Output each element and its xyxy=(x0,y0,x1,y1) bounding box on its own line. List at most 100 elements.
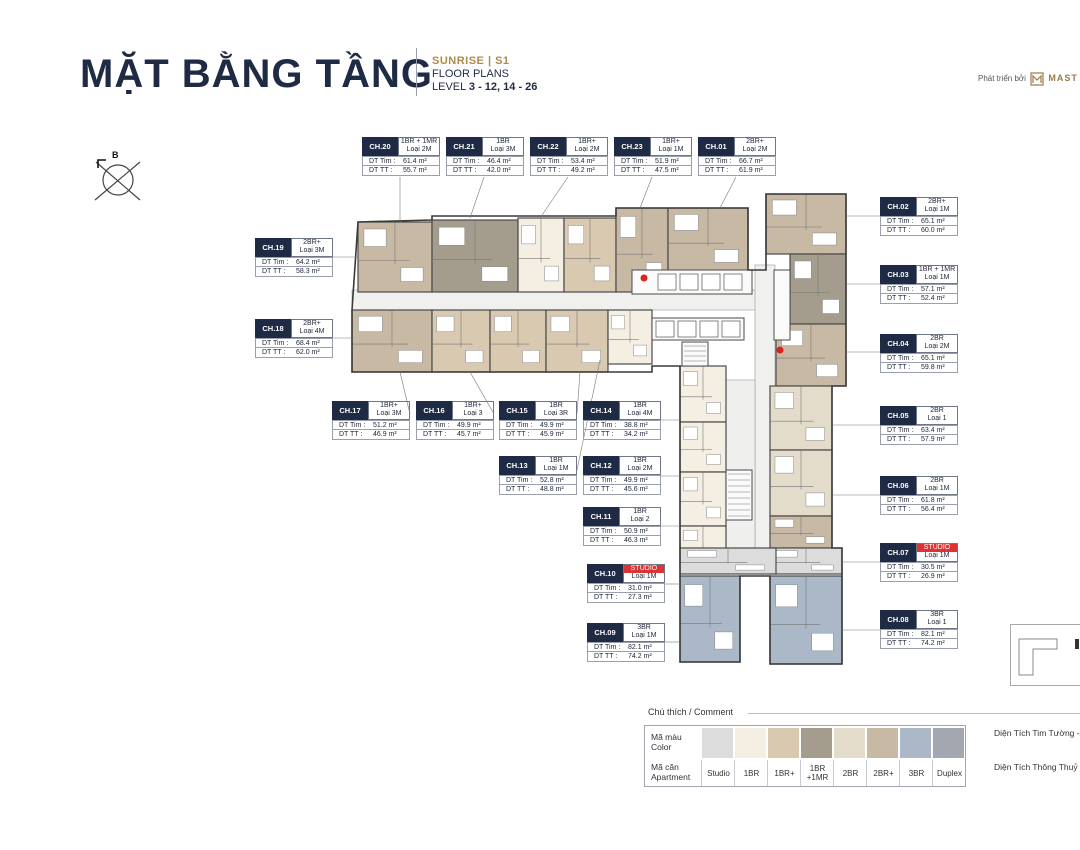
legend-title: Chú thích / Comment xyxy=(648,707,734,717)
builtup-value: 49.9 m² xyxy=(624,477,648,484)
page-title: MẶT BẰNG TẦNG xyxy=(80,52,433,96)
unit-type: 1BR xyxy=(633,402,647,409)
bed xyxy=(521,225,536,245)
builtup-label: DT Tim : xyxy=(369,158,396,165)
carpet-row: DT TT : 52.4 m² xyxy=(880,294,958,304)
unit-code: CH.15 xyxy=(499,401,535,420)
unit-code: CH.06 xyxy=(880,476,916,495)
unit-info: 2BR+Loại 1M xyxy=(916,197,958,216)
bed xyxy=(674,214,699,231)
builtup-value: 46.4 m² xyxy=(487,158,511,165)
carpet-label: DT TT : xyxy=(594,594,618,601)
bed xyxy=(684,584,704,607)
carpet-row: DT TT :26.9 m² xyxy=(880,572,958,582)
carpet-value: 59.8 m² xyxy=(921,364,945,371)
builtup-label: DT Tim : xyxy=(887,564,914,571)
carpet-row: DT TT :62.0 m² xyxy=(255,348,333,358)
furniture xyxy=(465,350,484,363)
unit-type: 2BR+ xyxy=(746,138,764,145)
carpet-value: 52.4 m² xyxy=(921,295,945,302)
builtup-value: 82.1 m² xyxy=(628,644,652,651)
elevator xyxy=(721,320,741,338)
carpet-row: DT TT :42.0 m² xyxy=(446,166,524,176)
elevator xyxy=(657,273,677,291)
unit-type: 1BR + 1MR xyxy=(918,266,956,273)
unit-layout: Loại 1M xyxy=(924,274,950,281)
legend-swatch xyxy=(867,728,898,758)
title-divider xyxy=(416,48,417,96)
unit-code: CH.12 xyxy=(583,456,619,475)
carpet-label: DT TT : xyxy=(887,295,911,302)
furniture xyxy=(706,506,721,519)
unit-code: CH.20 xyxy=(362,137,398,156)
builtup-row: DT Tim :49.9 m² xyxy=(583,475,661,485)
builtup-label: DT Tim : xyxy=(262,340,289,347)
carpet-row: DT TT :61.9 m² xyxy=(698,166,776,176)
carpet-value: 56.4 m² xyxy=(921,506,945,513)
furniture xyxy=(581,350,601,363)
unit-type: 1BR xyxy=(549,457,563,464)
builtup-label: DT Tim : xyxy=(423,422,450,429)
carpet-row: DT TT :57.9 m² xyxy=(880,435,958,445)
bed xyxy=(567,225,585,245)
builtup-value: 31.0 m² xyxy=(628,585,652,592)
unit-layout: Loại 1 xyxy=(927,415,947,422)
carpet-label: DT TT : xyxy=(887,227,911,234)
bed xyxy=(683,529,698,541)
carpet-label: DT TT : xyxy=(339,431,363,438)
unit-code: CH.02 xyxy=(880,197,916,216)
stair xyxy=(725,469,753,521)
builtup-row: DT Tim :46.4 m² xyxy=(446,156,524,166)
unit-type: 1BR+ xyxy=(662,138,680,145)
builtup-label: DT Tim : xyxy=(262,259,289,266)
unit-layout: Loại 3R xyxy=(543,410,569,417)
builtup-value: 65.1 m² xyxy=(921,355,945,362)
leader-line xyxy=(539,176,569,219)
legend-color-label: Mã màu Color xyxy=(651,732,682,752)
carpet-row: DT TT :49.2 m² xyxy=(530,166,608,176)
developer-logo-icon xyxy=(1030,72,1044,86)
elevator xyxy=(701,273,721,291)
builtup-row: DT Tim :52.8 m² xyxy=(499,475,577,485)
builtup-label: DT Tim : xyxy=(705,158,732,165)
furniture xyxy=(805,536,825,544)
carpet-value: 74.2 m² xyxy=(628,653,652,660)
carpet-value: 60.0 m² xyxy=(921,227,945,234)
unit-layout: Loại 2M xyxy=(406,146,432,153)
unit-code: CH.23 xyxy=(614,137,650,156)
builtup-value: 30.5 m² xyxy=(921,564,945,571)
unit-type: 2BR xyxy=(930,477,944,484)
carpet-value: 47.5 m² xyxy=(655,167,679,174)
unit-type: 3BR xyxy=(930,611,944,618)
builtup-value: 51.9 m² xyxy=(655,158,679,165)
unit-layout: Loại 1M xyxy=(924,552,950,559)
carpet-label: DT TT : xyxy=(506,431,530,438)
unit-code: CH.03 xyxy=(880,265,916,284)
carpet-label: DT TT : xyxy=(705,167,729,174)
bed xyxy=(774,456,794,474)
legend-label: Studio xyxy=(701,760,735,786)
floor-plans-label: FLOOR PLANS xyxy=(432,68,510,80)
builtup-row: DT Tim :51.9 m² xyxy=(614,156,692,166)
leader-line xyxy=(469,176,485,219)
unit-layout: Loại 2M xyxy=(742,146,768,153)
unit-type: 2BR+ xyxy=(928,198,946,205)
unit-type: 1BR+ xyxy=(380,402,398,409)
builtup-note: Diện Tích Tim Tường - Built-up Area xyxy=(994,728,1080,739)
builtup-label: DT Tim : xyxy=(887,218,914,225)
carpet-row: DT TT :48.8 m² xyxy=(499,485,577,495)
bed xyxy=(363,228,387,247)
